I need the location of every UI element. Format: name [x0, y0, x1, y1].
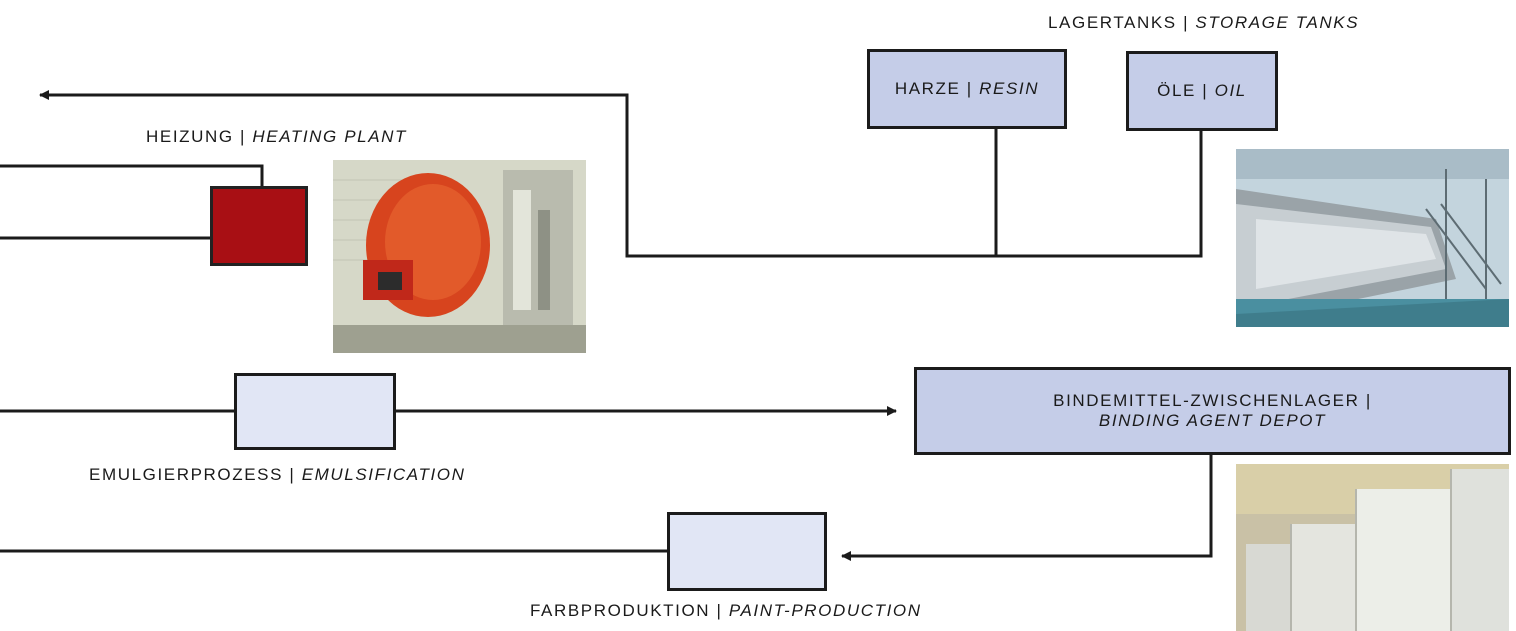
- silo-photo: [1236, 464, 1509, 631]
- paint-production-en: PAINT-PRODUCTION: [728, 601, 922, 620]
- storage-tank-photo: [1236, 149, 1509, 327]
- heating-plant-label: HEIZUNG | HEATING PLANT: [146, 127, 407, 147]
- separator: |: [710, 601, 729, 620]
- heating-en: HEATING PLANT: [252, 127, 407, 146]
- separator: |: [283, 465, 302, 484]
- depot-label-en: BINDING AGENT DEPOT: [1098, 411, 1327, 430]
- paint-production-label: FARBPRODUKTION | PAINT-PRODUCTION: [530, 601, 922, 621]
- separator: |: [233, 127, 253, 146]
- storage-tanks-label: LAGERTANKS | STORAGE TANKS: [1048, 13, 1359, 33]
- storage-return-line: [39, 90, 1203, 258]
- heater-line-top: [0, 164, 264, 188]
- resin-en: RESIN: [979, 79, 1040, 98]
- storage-tanks-de: LAGERTANKS: [1048, 13, 1177, 32]
- paint-production-box: [667, 512, 827, 591]
- silo-illustration: [1236, 464, 1509, 631]
- heating-de: HEIZUNG: [146, 127, 234, 146]
- oil-en: OIL: [1214, 81, 1247, 100]
- storage-tanks-en: STORAGE TANKS: [1195, 13, 1360, 32]
- separator: |: [1176, 13, 1196, 32]
- boiler-illustration: [333, 160, 586, 353]
- storage-tank-illustration: [1236, 149, 1509, 327]
- emulsification-box: [234, 373, 396, 450]
- boiler-photo: [333, 160, 586, 353]
- emulsification-en: EMULSIFICATION: [301, 465, 466, 484]
- binding-agent-depot-box: BINDEMITTEL-ZWISCHENLAGER | BINDING AGEN…: [914, 367, 1511, 455]
- emulsification-label: EMULGIERPROZESS | EMULSIFICATION: [89, 465, 465, 485]
- heater-unit: [210, 186, 308, 266]
- resin-de: HARZE: [894, 79, 961, 98]
- depot-label-de: BINDEMITTEL-ZWISCHENLAGER |: [1053, 391, 1372, 410]
- depot-to-paint-line: [841, 453, 1213, 561]
- emulsification-de: EMULGIERPROZESS: [89, 465, 284, 484]
- oil-de: ÖLE: [1157, 81, 1196, 100]
- oil-box: ÖLE | OIL: [1126, 51, 1278, 131]
- resin-box: HARZE | RESIN: [867, 49, 1067, 129]
- paint-production-de: FARBPRODUKTION: [530, 601, 711, 620]
